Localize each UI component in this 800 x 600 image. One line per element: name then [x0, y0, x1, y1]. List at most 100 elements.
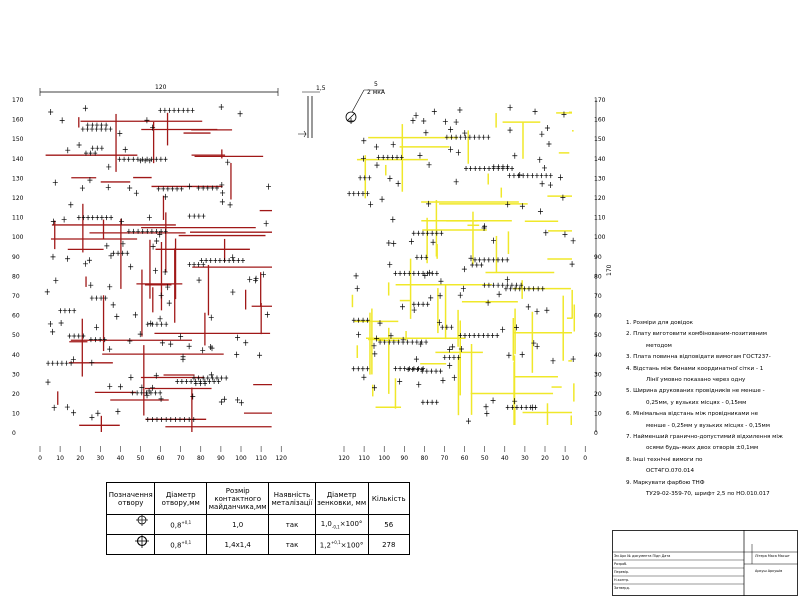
title-cell: Перевір. [614, 570, 629, 574]
hole-mark [187, 213, 192, 219]
y-tick-label: 130 [12, 175, 24, 182]
hole-mark [510, 404, 515, 410]
hole-mark [104, 215, 109, 221]
hole-mark [225, 159, 231, 166]
hole-mark [451, 374, 457, 381]
hole-mark [447, 346, 453, 353]
hole-mark [212, 378, 217, 384]
hole-mark [192, 262, 197, 268]
hole-mark [81, 215, 86, 221]
hole-mark [69, 360, 74, 366]
y-tick-label: 60 [594, 313, 602, 320]
hole-mark [99, 215, 104, 221]
hole-mark [425, 270, 430, 276]
x-tick-label: 100 [235, 455, 247, 462]
hole-mark [231, 258, 236, 264]
hole-mark [437, 292, 443, 299]
hole-mark [180, 356, 186, 363]
y-tick-label: 110 [594, 215, 606, 222]
hole-mark [425, 301, 430, 307]
hole-mark [449, 324, 454, 330]
hole-mark [154, 321, 159, 327]
hole-mark [216, 378, 221, 384]
x-tick-label: 30 [521, 455, 529, 462]
hole-mark [524, 404, 529, 410]
hole-mark [67, 308, 72, 314]
hole-mark [393, 366, 398, 372]
hole-mark [408, 238, 414, 245]
hole-mark [351, 366, 356, 372]
hole-mark [539, 131, 545, 138]
hole-mark [534, 308, 540, 315]
hole-mark [264, 311, 270, 318]
hole-mark [411, 307, 417, 314]
hole-mark [503, 286, 508, 292]
hole-mark [85, 126, 90, 132]
y-tick-label: 120 [594, 195, 606, 202]
hole-mark [154, 228, 159, 234]
hole-mark [447, 362, 453, 369]
hole-mark [208, 258, 213, 264]
hole-mark [395, 180, 401, 187]
hole-mark [514, 404, 519, 410]
hole-mark [187, 262, 192, 268]
hole-mark [159, 228, 164, 234]
hole-mark [456, 354, 461, 360]
hole-mark [136, 228, 141, 234]
hole-mark [507, 127, 513, 134]
hole-mark [196, 375, 201, 381]
hole-mark [525, 173, 530, 179]
hole-mark [163, 156, 168, 162]
note-line: менше - 0,25мм у вузьких місцях - 0,15мм [646, 422, 770, 429]
note-line: ТУ29-02-359-70, шрифт 2,5 по НО.010.017 [646, 491, 770, 498]
hole-mark [496, 257, 501, 263]
hole-mark [397, 378, 403, 385]
hole-mark [193, 381, 198, 387]
y-tick-label: 70 [12, 293, 20, 300]
hole-mark [145, 416, 150, 422]
hole-mark [94, 126, 99, 132]
hole-mark [391, 240, 397, 247]
hole-mark [486, 257, 491, 263]
hole-mark [472, 134, 477, 140]
hole-mark [411, 301, 416, 307]
hole-mark [482, 223, 488, 230]
y-tick-label: 40 [594, 352, 602, 359]
arrow-icon [298, 130, 307, 138]
hole-mark [214, 375, 219, 381]
hole-mark [351, 317, 356, 323]
hole-mark [59, 117, 65, 124]
hole-mark [462, 333, 467, 339]
x-tick-label: 110 [255, 455, 267, 462]
hole-mark [430, 399, 435, 405]
y-tick-label: 0 [594, 430, 598, 437]
right-y-axis: 1701601501401301201101009080706050403020… [594, 97, 606, 437]
hole-mark [128, 374, 134, 381]
hole-mark [400, 336, 406, 343]
hole-mark [569, 261, 575, 268]
y-tick-label: 20 [12, 391, 20, 398]
hole-mark [76, 215, 81, 221]
hole-mark [367, 175, 372, 181]
hole-mark [362, 175, 367, 181]
hole-mark [439, 230, 444, 236]
y-tick-label: 110 [12, 215, 24, 222]
hole-mark [490, 333, 495, 339]
hole-mark [561, 111, 567, 118]
hole-mark [89, 359, 95, 366]
hole-mark [117, 130, 123, 137]
hole-mark [570, 356, 576, 363]
note-line: 1. Розміри для довідок [626, 320, 694, 326]
header-cell: Діаметр зенковки, мм [314, 482, 369, 515]
hole-mark [117, 156, 122, 162]
hole-mark [99, 145, 104, 151]
hole-mark [200, 347, 206, 354]
hole-mark [88, 337, 93, 343]
hole-mark [405, 339, 410, 345]
hole-mark [108, 126, 113, 132]
hole-mark [158, 395, 164, 402]
hole-mark [484, 410, 490, 417]
hole-mark [187, 183, 193, 190]
hole-mark [227, 201, 233, 208]
hole-mark [235, 334, 241, 341]
